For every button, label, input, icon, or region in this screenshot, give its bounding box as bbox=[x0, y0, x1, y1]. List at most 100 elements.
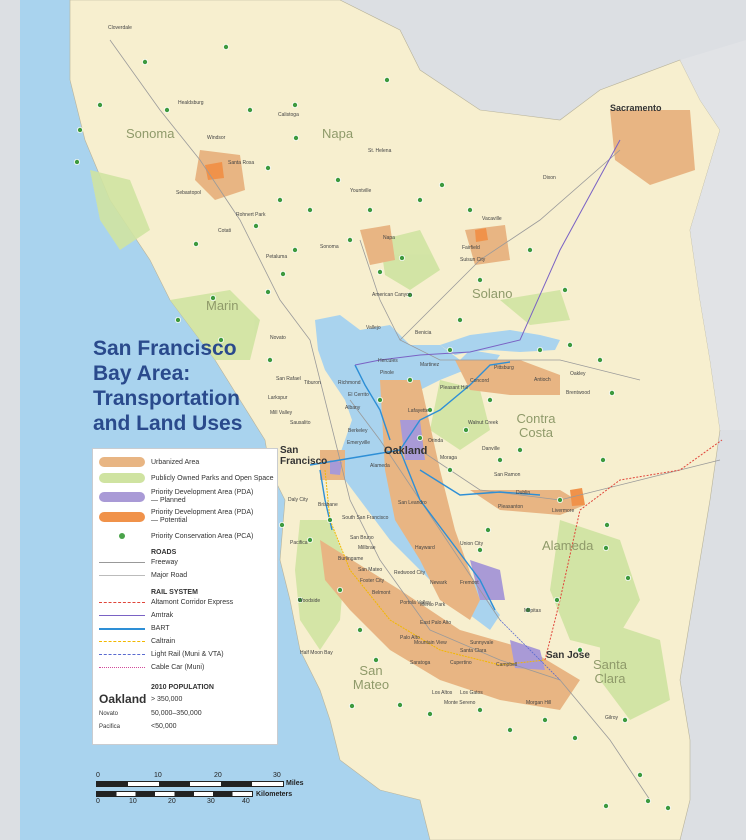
city-label-small: Martinez bbox=[420, 362, 440, 368]
city-label-small: Vacaville bbox=[482, 216, 502, 222]
legend-item-pca: Priority Conservation Area (PCA) bbox=[99, 531, 253, 541]
city-label-small: San Mateo bbox=[358, 567, 383, 573]
city-label-small: Sunnyvale bbox=[470, 640, 494, 646]
legend-rail-heading: RAIL SYSTEM bbox=[151, 589, 198, 596]
city-label-small: Los Altos bbox=[432, 690, 453, 696]
legend-label-caltrain: Caltrain bbox=[151, 638, 176, 645]
county-label-santa-clara: Santa Clara bbox=[593, 657, 627, 686]
city-label-small: Pittsburg bbox=[494, 365, 514, 371]
city-label-small: Fairfield bbox=[462, 245, 480, 251]
legend-label-amtrak: Amtrak bbox=[151, 612, 174, 619]
legend-item-cable-car: Cable Car (Muni) bbox=[99, 664, 204, 671]
city-label-small: Cotati bbox=[218, 228, 232, 234]
legend-item-major-road: Major Road bbox=[99, 572, 187, 579]
city-label-small: Saratoga bbox=[410, 660, 431, 666]
city-label-oakland: Oakland bbox=[384, 445, 428, 457]
legend-item-caltrain: Caltrain bbox=[99, 638, 175, 645]
parks-layer bbox=[90, 170, 670, 720]
pda-potential-layer bbox=[205, 162, 585, 506]
map-title-line-4: and Land Uses bbox=[93, 412, 243, 435]
map-title: San Francisco Bay Area: Transportation a… bbox=[93, 336, 293, 436]
county-label-marin: Marin bbox=[206, 298, 239, 313]
city-label-small: Fremont bbox=[460, 580, 479, 586]
city-label-small: Emeryville bbox=[347, 440, 371, 446]
city-label-small: Alameda bbox=[370, 463, 390, 469]
city-label-small: Hercules bbox=[378, 358, 398, 364]
city-label-small: Foster City bbox=[360, 578, 385, 584]
bart-layer bbox=[309, 361, 541, 611]
city-label-small: Daly City bbox=[288, 497, 309, 503]
legend-line-light-rail bbox=[99, 654, 145, 655]
outside-northeast bbox=[560, 40, 746, 430]
city-label-small: Novato bbox=[270, 335, 286, 341]
city-label-small: Cupertino bbox=[450, 660, 472, 666]
city-label-small: Albany bbox=[345, 405, 361, 411]
city-label-small: Union City bbox=[460, 541, 484, 547]
city-label-small: Palo Alto bbox=[400, 635, 420, 641]
pca-dot-icon bbox=[119, 533, 125, 539]
city-label-small: Vallejo bbox=[366, 325, 381, 331]
legend-label-ace: Altamont Corridor Express bbox=[151, 599, 234, 606]
scale-miles-tick-0: 0 bbox=[96, 772, 100, 779]
map-title-line-1: San Francisco bbox=[93, 337, 237, 360]
legend-roads-heading: ROADS bbox=[151, 549, 177, 556]
scale-km-tick-0: 0 bbox=[96, 798, 100, 805]
map-title-line-3: Transportation bbox=[93, 387, 241, 410]
city-label-small: Menlo Park bbox=[420, 602, 446, 608]
city-label-small: Brentwood bbox=[566, 390, 590, 396]
county-label-sonoma: Sonoma bbox=[126, 126, 175, 141]
legend-item-amtrak: Amtrak bbox=[99, 612, 173, 619]
scale-km-unit: Kilometers bbox=[256, 791, 293, 798]
city-label-small: Livermore bbox=[552, 508, 575, 514]
city-label-small: Suisun City bbox=[460, 257, 486, 263]
scale-miles-bar bbox=[96, 781, 284, 787]
city-label-small: Santa Rosa bbox=[228, 160, 255, 166]
city-label-small: Burlingame bbox=[338, 556, 364, 562]
county-label-alameda: Alameda bbox=[542, 538, 594, 553]
city-label-small: Oakley bbox=[570, 371, 586, 377]
city-label-san-francisco: San Francisco bbox=[280, 445, 328, 467]
legend-label-urbanized: Urbanized Area bbox=[151, 458, 200, 466]
city-label-small: Pacifica bbox=[290, 540, 308, 546]
city-label-small: Calistoga bbox=[278, 112, 299, 118]
city-label-small: Pleasant Hill bbox=[440, 385, 468, 391]
scale-miles-unit: Miles bbox=[286, 780, 304, 787]
city-label-small: Pleasanton bbox=[498, 504, 524, 510]
city-label-small: Newark bbox=[430, 580, 447, 586]
city-label-small: Portola Valley bbox=[400, 600, 431, 606]
city-label-small: San Ramon bbox=[494, 472, 521, 478]
city-label-small: Windsor bbox=[207, 135, 226, 141]
suisun-bay bbox=[440, 330, 560, 355]
scale-km-tick-30: 30 bbox=[207, 798, 215, 805]
city-label-small: Petaluma bbox=[266, 254, 288, 260]
city-label-small: Monte Sereno bbox=[444, 700, 476, 706]
legend-line-freeway bbox=[99, 562, 145, 563]
scale-km-tick-20: 20 bbox=[168, 798, 176, 805]
city-label-small: Berkeley bbox=[348, 428, 368, 434]
legend-population-heading: 2010 POPULATION bbox=[151, 684, 214, 691]
legend-item-ace: Altamont Corridor Express bbox=[99, 599, 233, 606]
city-label-small: Redwood City bbox=[394, 570, 426, 576]
city-label-small: Sebastopol bbox=[176, 190, 202, 196]
legend-swatch-pda-potential bbox=[99, 512, 145, 522]
legend-label-pda-potential: Priority Development Area (PDA) — Potent… bbox=[151, 509, 254, 524]
ace-line bbox=[544, 439, 723, 661]
legend-line-major-road bbox=[99, 575, 145, 576]
city-label-small: Milpitas bbox=[524, 608, 541, 614]
legend-line-bart bbox=[99, 627, 145, 630]
legend-swatch-parks bbox=[99, 473, 145, 483]
city-label-small: Tiburon bbox=[304, 380, 321, 386]
city-label-small: Orinda bbox=[428, 438, 444, 444]
scale-miles-tick-20: 20 bbox=[214, 772, 222, 779]
city-label-small: Healdsburg bbox=[178, 100, 204, 106]
county-label-contra-costa: Contra Costa bbox=[516, 411, 556, 440]
legend-label-pda-planned: Priority Development Area (PDA) — Planne… bbox=[151, 489, 254, 504]
city-label-san-jose: San Jose bbox=[546, 650, 590, 661]
legend-item-pda-potential: Priority Development Area (PDA) — Potent… bbox=[99, 509, 261, 525]
city-label-small: Mountain View bbox=[414, 640, 447, 646]
city-label-small: Belmont bbox=[372, 590, 391, 596]
city-label-small: East Palo Alto bbox=[420, 620, 452, 626]
city-label-small: El Cerrito bbox=[348, 392, 369, 398]
city-label-sacramento: Sacramento bbox=[610, 103, 662, 113]
caltrain-line bbox=[324, 469, 546, 666]
